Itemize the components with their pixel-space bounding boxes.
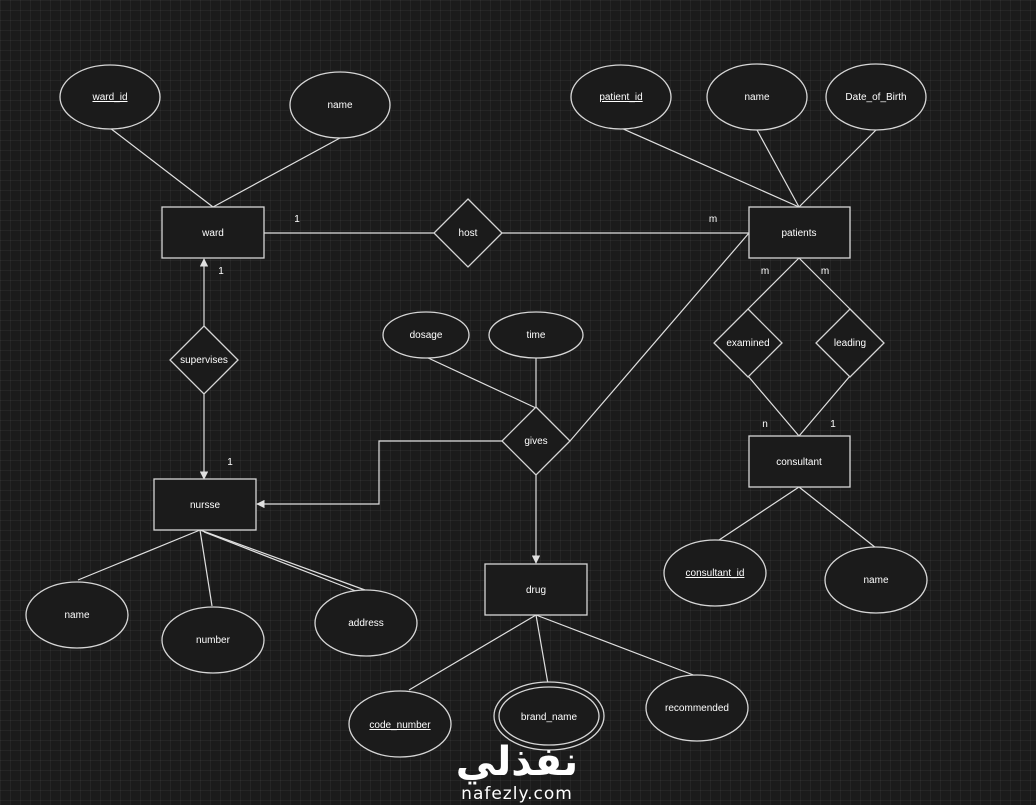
edge-nurse-address-2 — [203, 531, 362, 594]
edge-drug-recommended — [535, 614, 697, 677]
edge-drug-code_number — [408, 614, 537, 691]
cardinality-host-ward: 1 — [294, 214, 300, 225]
relationship-host-label: host — [459, 228, 478, 239]
attribute-patient_id[interactable]: patient_id — [570, 64, 672, 130]
entity-nursse[interactable]: nursse — [153, 478, 257, 531]
attribute-consultant-name[interactable]: name — [824, 546, 928, 614]
attribute-brand_name[interactable]: brand_name — [493, 681, 605, 751]
connectors — [77, 127, 877, 691]
attribute-nurse-number[interactable]: number — [161, 606, 265, 674]
relationship-gives-label: gives — [524, 436, 547, 447]
cardinality-leading-patients: m — [821, 266, 829, 277]
edge-dosage-gives — [425, 356, 537, 409]
entity-ward-label: ward — [201, 228, 224, 239]
attribute-code_number[interactable]: code_number — [348, 690, 452, 758]
attribute-date_of_birth[interactable]: Date_of_Birth — [825, 63, 927, 131]
edge-ward_id-ward — [109, 127, 214, 208]
edge-patientname-patients — [756, 129, 800, 208]
cardinality-supervises-ward: 1 — [218, 266, 224, 277]
nafezly-watermark: نفذلي nafezly.com — [456, 739, 578, 804]
edge-drug-brand_name — [535, 614, 549, 685]
edge-nurse-name — [77, 529, 201, 581]
attribute-patient-name-label: name — [744, 92, 769, 103]
watermark-arabic: نفذلي — [456, 739, 578, 785]
entity-drug-label: drug — [526, 585, 546, 596]
cardinality-supervises-nurse: 1 — [227, 457, 233, 468]
edge-wardname-ward — [212, 137, 341, 208]
entity-consultant[interactable]: consultant — [748, 435, 851, 488]
edge-consultant-consultantname — [798, 486, 877, 549]
relationship-supervises-label: supervises — [180, 355, 228, 366]
attribute-dosage-label: dosage — [410, 330, 443, 341]
edge-patients-examined — [747, 257, 800, 310]
edge-examined-consultant — [747, 375, 800, 437]
entity-patients-label: patients — [781, 228, 816, 239]
attribute-nurse-address[interactable]: address — [314, 589, 418, 657]
relationship-leading-label: leading — [834, 338, 866, 349]
attribute-recommended-label: recommended — [665, 703, 729, 714]
attribute-ward_id[interactable]: ward_id — [59, 64, 161, 130]
relationship-gives[interactable]: gives — [501, 406, 571, 476]
edge-gives-nurse — [256, 440, 502, 509]
edge-patients-leading — [798, 257, 851, 310]
entity-consultant-label: consultant — [776, 457, 822, 468]
attribute-time-label: time — [527, 330, 546, 341]
attribute-ward-name[interactable]: name — [289, 71, 391, 139]
watermark-latin: nafezly.com — [461, 784, 573, 804]
attribute-consultant_id[interactable]: consultant_id — [663, 539, 767, 607]
attribute-date_of_birth-label: Date_of_Birth — [845, 92, 906, 103]
entity-drug[interactable]: drug — [484, 563, 588, 616]
attribute-time[interactable]: time — [488, 311, 584, 359]
attribute-patient_id-label: patient_id — [599, 92, 642, 103]
cardinality-examined-consultant: n — [762, 419, 768, 430]
entity-patients[interactable]: patients — [748, 206, 851, 259]
attribute-nurse-name-label: name — [64, 610, 89, 621]
attribute-code_number-label: code_number — [369, 720, 431, 731]
relationship-supervises[interactable]: supervises — [169, 325, 239, 395]
cardinality-host-patients: m — [709, 214, 717, 225]
attribute-ward-name-label: name — [327, 100, 352, 111]
edge-gives-patients — [569, 232, 750, 442]
cardinality-leading-consultant: 1 — [830, 419, 836, 430]
attribute-nurse-name[interactable]: name — [25, 581, 129, 649]
attribute-nurse-address-label: address — [348, 618, 384, 629]
attribute-nurse-number-label: number — [196, 635, 231, 646]
relationship-leading[interactable]: leading — [815, 308, 885, 378]
attribute-recommended[interactable]: recommended — [645, 674, 749, 742]
attribute-consultant_id-label: consultant_id — [686, 568, 745, 579]
relationship-examined-label: examined — [726, 338, 769, 349]
cardinality-examined-patients: m — [761, 266, 769, 277]
relationship-host[interactable]: host — [433, 198, 503, 268]
attribute-dosage[interactable]: dosage — [382, 311, 470, 359]
edge-dob-patients — [798, 129, 877, 208]
edge-consultant-consultant_id — [715, 486, 800, 543]
attribute-brand_name-label: brand_name — [521, 712, 578, 723]
edge-leading-consultant — [798, 375, 851, 437]
attribute-patient-name[interactable]: name — [706, 63, 808, 131]
attribute-consultant-name-label: name — [863, 575, 888, 586]
edge-nurse-number — [199, 529, 213, 607]
edge-patient_id-patients — [620, 127, 800, 208]
attribute-ward_id-label: ward_id — [91, 92, 127, 103]
entity-nursse-label: nursse — [190, 500, 220, 511]
edge-nurse-address — [199, 529, 366, 591]
entity-ward[interactable]: ward — [161, 206, 265, 259]
relationship-examined[interactable]: examined — [713, 308, 783, 378]
